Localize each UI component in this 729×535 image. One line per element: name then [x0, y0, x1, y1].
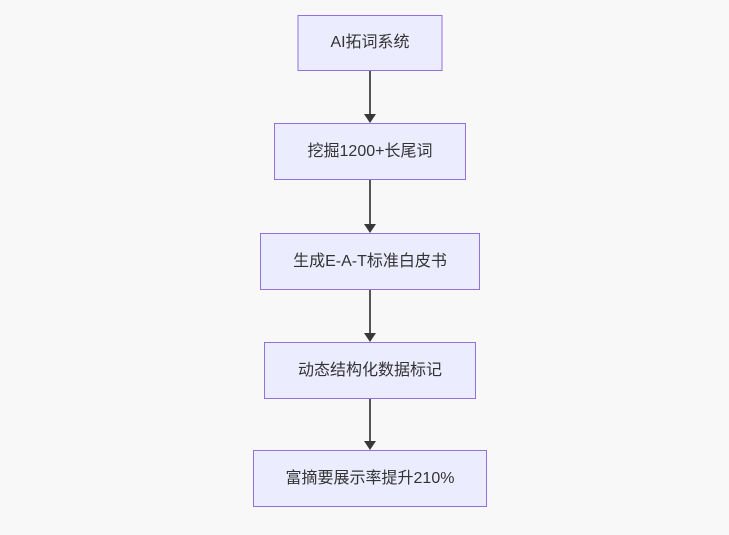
node-label: 富摘要展示率提升210%: [285, 469, 455, 487]
node-label: 挖掘1200+长尾词: [307, 142, 433, 160]
flowchart-node-structured-data: 动态结构化数据标记: [264, 342, 476, 399]
flowchart-node-rich-snippet-result: 富摘要展示率提升210%: [253, 450, 487, 507]
arrow-head-icon: [364, 114, 376, 123]
arrow-head-icon: [364, 224, 376, 233]
node-label: 动态结构化数据标记: [297, 361, 442, 379]
arrow-n2-n3: [364, 180, 376, 233]
flowchart-node-longtail-mining: 挖掘1200+长尾词: [274, 123, 466, 180]
arrow-head-icon: [364, 333, 376, 342]
arrow-n4-n5: [364, 399, 376, 450]
arrow-head-icon: [364, 441, 376, 450]
flowchart-node-ai-system: AI拓词系统: [297, 15, 443, 71]
arrow-n1-n2: [364, 71, 376, 123]
arrow-line: [369, 180, 371, 224]
node-label: AI拓词系统: [330, 34, 410, 51]
arrow-n3-n4: [364, 290, 376, 342]
flowchart-node-eat-whitepaper: 生成E-A-T标准白皮书: [260, 233, 480, 290]
node-label: 生成E-A-T标准白皮书: [293, 252, 447, 270]
arrow-line: [369, 71, 371, 114]
arrow-line: [369, 399, 371, 441]
arrow-line: [369, 290, 371, 333]
